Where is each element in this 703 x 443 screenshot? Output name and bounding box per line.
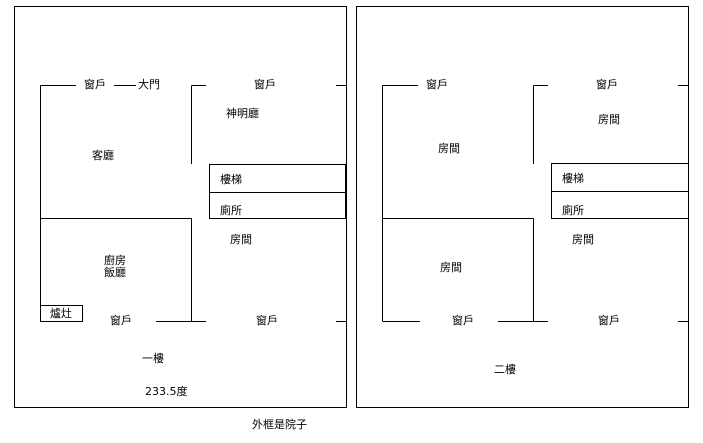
floor1-toilet-label: 廁所 [220,204,242,217]
floor1-living-room-label: 客廳 [92,149,114,162]
floor2-bedroom-top-left-label: 房間 [438,142,460,155]
floor2-toilet-label: 廁所 [562,204,584,217]
floor1-kitchen-label: 廚房 [104,254,126,267]
floor2-stairs-label: 樓梯 [562,172,584,185]
floor1-bedroom-label: 房間 [230,233,252,246]
floor1-shrine-hall-label: 神明廳 [226,107,259,120]
floor2-yard-frame [356,6,689,408]
floor1-walls [40,85,346,322]
floor2-window-bottom-left-label: 窗戶 [452,314,474,327]
floor2-floor-label: 二樓 [494,363,516,376]
floor1-yard-frame [14,6,347,408]
floor2-bedroom-mid-right-label: 房間 [572,233,594,246]
floor1-floor-label: 一樓 [142,352,164,365]
floor1-dining-label: 飯廳 [104,266,126,279]
floor2-walls [382,85,689,322]
floor2-window-top-right-label: 窗戶 [596,78,618,91]
floor2-bedroom-bottom-left-label: 房間 [440,261,462,274]
floor1-window-bottom-right-label: 窗戶 [256,314,278,327]
floor1-stairs-label: 樓梯 [220,173,242,186]
floor2-window-bottom-right-label: 窗戶 [598,314,620,327]
yard-caption: 外框是院子 [252,418,307,431]
floor1-stove-label: 爐灶 [50,307,72,320]
floor1-main-door-label: 大門 [138,78,160,91]
floor2-bedroom-top-right-label: 房間 [598,113,620,126]
floor1-window-top-left-label: 窗戶 [84,78,106,91]
floor1-orientation-label: 233.5度 [145,385,188,398]
floor1-window-top-right-label: 窗戶 [254,78,276,91]
floor2-window-top-left-label: 窗戶 [426,78,448,91]
floor1-window-bottom-left-label: 窗戶 [110,314,132,327]
